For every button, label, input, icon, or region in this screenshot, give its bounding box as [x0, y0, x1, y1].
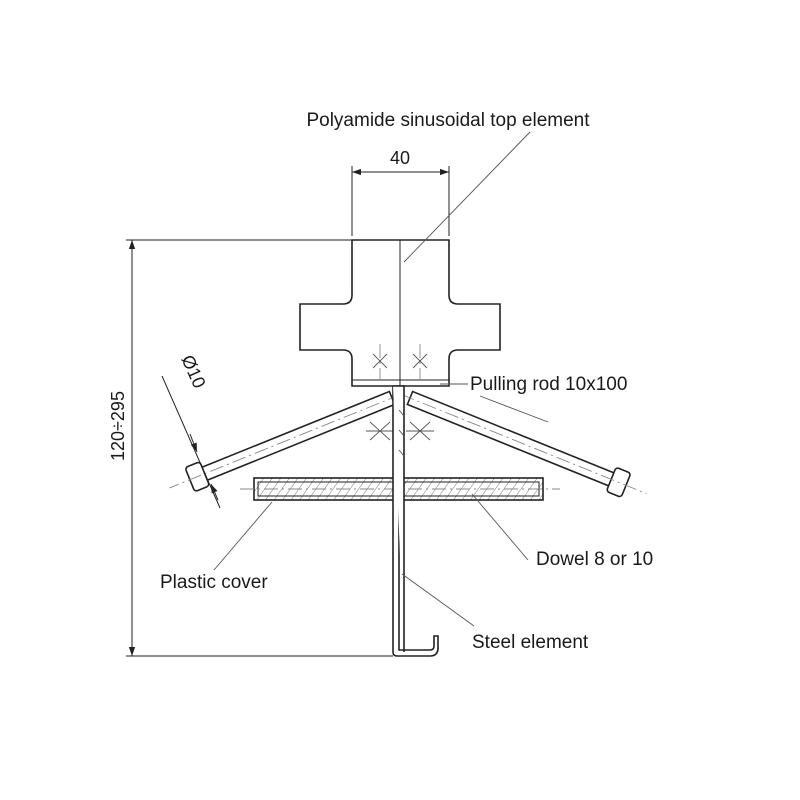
- dimension-width-label: 40: [390, 148, 410, 168]
- dimension-height: 120÷295: [108, 239, 393, 657]
- label-top-element: Polyamide sinusoidal top element: [306, 110, 590, 131]
- label-plastic-cover: Plastic cover: [160, 572, 268, 593]
- dimension-height-label: 120÷295: [108, 391, 128, 461]
- pulling-rod-right: [400, 390, 647, 498]
- dimension-diameter-label: Ø10: [177, 352, 209, 391]
- dimension-diameter: Ø10: [161, 352, 221, 509]
- label-pulling-rod: Pulling rod 10x100: [470, 374, 627, 395]
- callouts: Polyamide sinusoidal top element Pulling…: [160, 110, 653, 653]
- top-element: [299, 239, 501, 441]
- label-steel-element: Steel element: [472, 632, 589, 653]
- steel-element: [392, 385, 439, 657]
- anchor-marks: [366, 344, 434, 441]
- dimension-width: 40: [351, 148, 450, 236]
- label-dowel: Dowel 8 or 10: [536, 549, 653, 570]
